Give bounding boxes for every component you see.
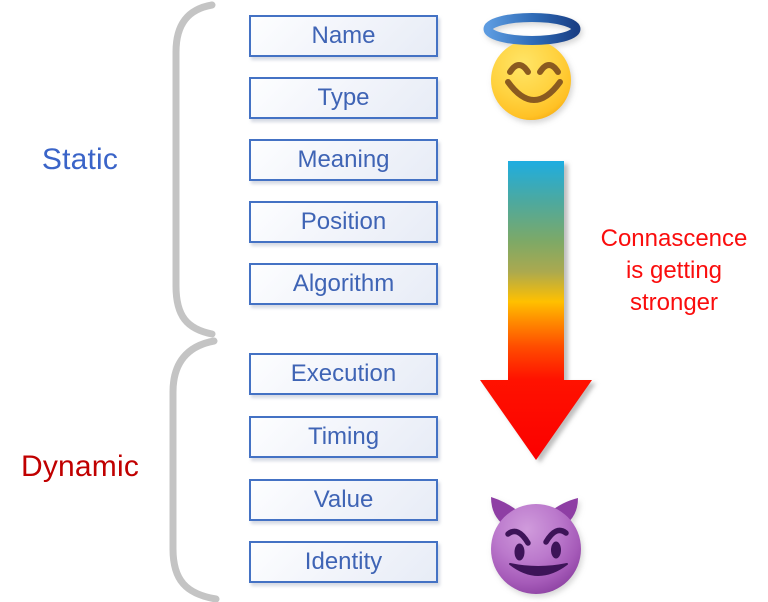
halo xyxy=(483,13,581,45)
devil-right-eyebrow xyxy=(543,527,569,545)
angel-right-eye xyxy=(537,62,561,75)
static-group-label: Static xyxy=(41,143,119,176)
box-meaning: Meaning xyxy=(249,139,438,181)
angel-smile xyxy=(505,79,563,103)
strength-gradient-arrow xyxy=(480,161,592,460)
box-value: Value xyxy=(249,479,438,521)
annotation-text: Connascence is getting stronger xyxy=(588,223,760,319)
box-name: Name xyxy=(249,15,438,57)
box-type: Type xyxy=(249,77,438,119)
angel-face xyxy=(491,40,571,120)
box-algorithm: Algorithm xyxy=(249,263,438,305)
devil-left-eye xyxy=(514,543,525,561)
static-group-brace xyxy=(172,1,216,338)
box-identity: Identity xyxy=(249,541,438,583)
box-position: Position xyxy=(249,201,438,243)
devil-left-eyebrow xyxy=(505,528,531,546)
angel-emoji-icon xyxy=(483,13,581,120)
box-timing: Timing xyxy=(249,416,438,458)
group-braces xyxy=(169,1,220,602)
devil-face xyxy=(491,504,581,594)
annotation-line-1: Connascence xyxy=(600,225,748,252)
arrow-shape xyxy=(480,161,592,460)
devil-right-eye xyxy=(551,541,561,559)
annotation-line-2: is getting xyxy=(625,257,723,284)
devil-emoji-icon xyxy=(491,497,581,594)
annotation-line-3: stronger xyxy=(629,289,719,316)
angel-left-eye xyxy=(507,62,531,75)
box-execution: Execution xyxy=(249,353,438,395)
dynamic-group-label: Dynamic xyxy=(20,450,140,483)
devil-grin xyxy=(509,563,568,576)
dynamic-group-brace xyxy=(169,337,220,602)
